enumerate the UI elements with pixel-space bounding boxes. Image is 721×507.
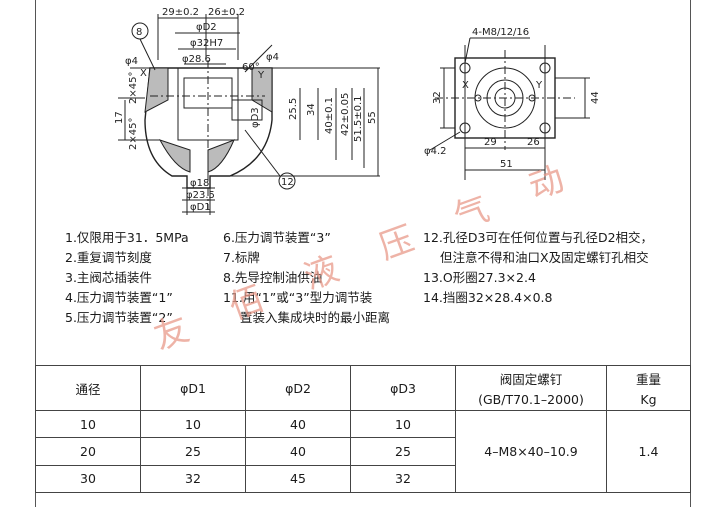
spec-table: 通径 φD1 φD2 φD3 阀固定螺钉 (GB/T70.1–2000) 重量 … <box>35 365 691 494</box>
note-3: 3.主阀芯插装件 <box>65 270 152 285</box>
cell-bore: 30 <box>35 464 141 494</box>
cell-bore: 10 <box>35 409 141 439</box>
technical-drawing: 8 12 29±0.2 26±0.2 φD2 φ32H7 φ28.6 φ4 X … <box>114 7 601 215</box>
header-bore: 通径 <box>35 365 141 411</box>
header-bolt-line2: (GB/T70.1–2000) <box>478 392 584 407</box>
side-view <box>429 37 590 180</box>
note-14: 14.挡圈32×28.4×0.8 <box>423 290 553 305</box>
dim-51-side: 51 <box>500 159 513 170</box>
dim-d1: φD1 <box>190 202 211 213</box>
dim-26-side: 26 <box>527 137 540 148</box>
cell-d3: 32 <box>350 464 456 494</box>
dim-60: 60° <box>242 62 260 73</box>
dim-42: 42±0.05 <box>340 93 351 136</box>
dim-29-side: 29 <box>484 137 497 148</box>
note-8: 8.先导控制油供油 <box>223 270 323 285</box>
cell-d2: 40 <box>245 409 351 439</box>
dim-28-6: φ28.6 <box>182 54 211 65</box>
dim-44: 44 <box>590 91 601 104</box>
dim-d2: φD2 <box>196 22 217 33</box>
dim-17: 17 <box>114 111 125 124</box>
table-row: 20 25 40 25 <box>35 437 691 466</box>
right-border-line <box>690 0 691 507</box>
note-5: 5.压力调节装置“2” <box>65 310 173 325</box>
dim-34: 34 <box>306 103 317 116</box>
dim-x-front: X <box>140 68 147 79</box>
table-header-row: 通径 φD1 φD2 φD3 阀固定螺钉 (GB/T70.1–2000) 重量 … <box>35 365 691 411</box>
header-bolt-line1: 阀固定螺钉 <box>499 372 563 387</box>
note-7: 7.标牌 <box>223 250 260 265</box>
dim-2x45-top: 2×45° <box>128 72 139 104</box>
bolt-spec: 4-M8/12/16 <box>472 27 529 38</box>
dim-y-side: Y <box>535 80 543 91</box>
header-weight: 重量 Kg <box>606 365 691 411</box>
note-12-continued: 但注意不得和油口X及固定螺钉孔相交 <box>440 250 649 265</box>
dim-y-front: Y <box>257 70 265 81</box>
cell-d1: 10 <box>140 409 246 439</box>
cell-d1: 25 <box>140 437 246 466</box>
front-view <box>118 14 380 215</box>
note-2: 2.重复调节刻度 <box>65 250 152 265</box>
cell-weight-value: 1.4 <box>606 410 691 493</box>
header-d1: φD1 <box>140 365 246 411</box>
cell-d1: 32 <box>140 464 246 494</box>
dim-23-5: φ23.5 <box>186 190 215 201</box>
dim-29: 29±0.2 <box>162 7 199 18</box>
dim-x-side: X <box>462 80 469 91</box>
dim-32h7: φ32H7 <box>190 38 223 49</box>
cell-d3: 25 <box>350 437 456 466</box>
note-4: 4.压力调节装置“1” <box>65 290 173 305</box>
header-d3: φD3 <box>350 365 456 411</box>
header-weight-line2: Kg <box>640 392 657 407</box>
note-11-continued: 置装入集成块时的最小距离 <box>240 310 391 325</box>
dim-26: 26±0.2 <box>208 7 245 18</box>
dim-phi4-left: φ4 <box>125 56 138 67</box>
callout-12-label: 12 <box>281 177 294 188</box>
dim-25-5: 25.5 <box>288 98 299 120</box>
dim-d3: φD3 <box>250 107 261 128</box>
front-view-labels: 8 12 29±0.2 26±0.2 φD2 φ32H7 φ28.6 φ4 X … <box>114 7 378 213</box>
cell-bolt-value: 4–M8×40–10.9 <box>455 410 607 493</box>
header-weight-line1: 重量 <box>635 372 661 387</box>
dim-40: 40±0.1 <box>324 97 335 134</box>
callout-8-label: 8 <box>136 27 142 38</box>
side-view-labels: 4-M8/12/16 32 44 X Y 29 26 51 φ4.2 <box>424 27 601 170</box>
left-border-line <box>35 0 36 507</box>
note-13: 13.O形圈27.3×2.4 <box>423 270 536 285</box>
table-row: 10 10 40 10 4–M8×40–10.9 1.4 <box>35 409 691 493</box>
dim-32: 32 <box>432 91 443 104</box>
dim-2x45-bottom: 2×45° <box>128 118 139 150</box>
note-6: 6.压力调节装置“3” <box>223 230 331 245</box>
dim-phi4-right: φ4 <box>266 52 279 63</box>
cell-d2: 40 <box>245 437 351 466</box>
cell-d2: 45 <box>245 464 351 494</box>
cell-d3: 10 <box>350 409 456 439</box>
dim-18: φ18 <box>190 178 209 189</box>
note-1: 1.仅限用于31．5MPa <box>65 230 189 245</box>
dim-55: 55 <box>367 111 378 124</box>
dim-51-5: 51.5±0.1 <box>353 95 364 142</box>
header-bolt: 阀固定螺钉 (GB/T70.1–2000) <box>455 365 607 411</box>
note-12: 12.孔径D3可在任何位置与孔径D2相交， <box>423 230 654 245</box>
note-11: 11.用“1”或“3”型力调节装 <box>223 290 373 305</box>
callout-12-circle <box>278 172 296 190</box>
cell-bore: 20 <box>35 437 141 466</box>
header-d2: φD2 <box>245 365 351 411</box>
dim-phi4-2: φ4.2 <box>424 146 447 157</box>
table-row: 30 32 45 32 <box>35 464 691 494</box>
